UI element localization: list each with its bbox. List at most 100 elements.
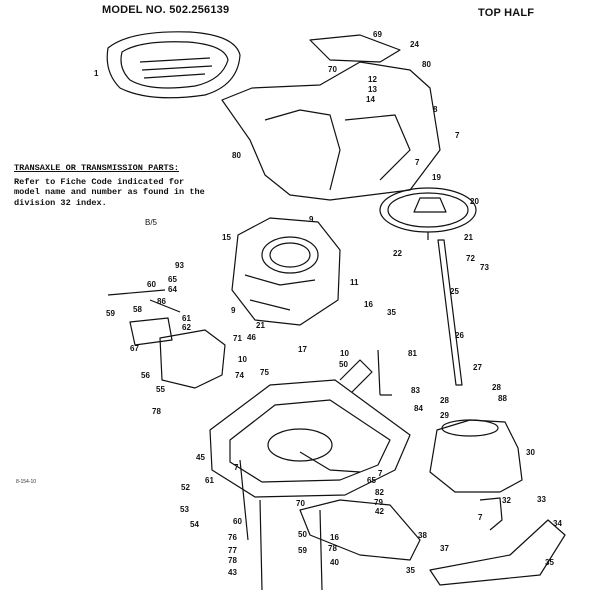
seat bbox=[106, 31, 241, 99]
dash-pedestal bbox=[429, 419, 523, 493]
part-label: 75 bbox=[260, 368, 269, 377]
model-number: MODEL NO. 502.256139 bbox=[102, 4, 230, 16]
part-label: 84 bbox=[414, 404, 423, 413]
part-label: 30 bbox=[526, 448, 535, 457]
part-label: 19 bbox=[432, 173, 441, 182]
part-label: 46 bbox=[247, 333, 256, 342]
part-label: 7 bbox=[478, 513, 483, 522]
part-label: 56 bbox=[141, 371, 150, 380]
part-label: 7 bbox=[234, 463, 239, 472]
part-label: 80 bbox=[232, 151, 241, 160]
part-label: 35 bbox=[406, 566, 415, 575]
part-label: 26 bbox=[455, 331, 464, 340]
part-label: 7 bbox=[415, 158, 420, 167]
part-label: 53 bbox=[180, 505, 189, 514]
part-label: 50 bbox=[298, 530, 307, 539]
part-label: 21 bbox=[464, 233, 473, 242]
part-label: 72 bbox=[466, 254, 475, 263]
engine bbox=[231, 217, 341, 326]
part-label: 78 bbox=[228, 556, 237, 565]
steering-wheel bbox=[379, 187, 477, 240]
part-label: 25 bbox=[450, 287, 459, 296]
note-body: Refer to Fiche Code indicated for model … bbox=[14, 176, 205, 208]
part-label: 62 bbox=[182, 323, 191, 332]
part-label: 60 bbox=[233, 517, 242, 526]
part-label: 16 bbox=[364, 300, 373, 309]
part-label: 54 bbox=[190, 520, 199, 529]
part-label: 58 bbox=[133, 305, 142, 314]
part-label: 70 bbox=[296, 499, 305, 508]
part-label: 34 bbox=[553, 519, 562, 528]
part-label: 79 bbox=[374, 498, 383, 507]
part-label: 33 bbox=[537, 495, 546, 504]
part-label: 59 bbox=[298, 546, 307, 555]
part-label: 24 bbox=[410, 40, 419, 49]
transmission bbox=[107, 289, 226, 389]
part-label: 35 bbox=[387, 308, 396, 317]
part-label: 9 bbox=[231, 306, 236, 315]
part-label: 38 bbox=[418, 531, 427, 540]
part-label: 15 bbox=[222, 233, 231, 242]
part-label: 74 bbox=[235, 371, 244, 380]
part-label: 16 bbox=[330, 533, 339, 542]
part-label: 65 bbox=[367, 476, 376, 485]
part-label: 73 bbox=[480, 263, 489, 272]
part-label: 14 bbox=[366, 95, 375, 104]
part-label: 32 bbox=[502, 496, 511, 505]
part-label: 45 bbox=[196, 453, 205, 462]
part-label: 69 bbox=[373, 30, 382, 39]
part-label: 78 bbox=[328, 544, 337, 553]
part-label: 70 bbox=[328, 65, 337, 74]
part-label: 55 bbox=[156, 385, 165, 394]
part-label: 67 bbox=[130, 344, 139, 353]
part-label: 71 bbox=[233, 334, 242, 343]
steering-shaft bbox=[437, 239, 463, 386]
part-label: 64 bbox=[168, 285, 177, 294]
part-label: 83 bbox=[411, 386, 420, 395]
part-label: 77 bbox=[228, 546, 237, 555]
part-label: 76 bbox=[228, 533, 237, 542]
part-label: 81 bbox=[408, 349, 417, 358]
note-heading: TRANSAXLE OR TRANSMISSION PARTS: bbox=[14, 163, 180, 173]
part-label: 10 bbox=[238, 355, 247, 364]
linkage-rods bbox=[239, 349, 392, 591]
part-label: 28 bbox=[492, 383, 501, 392]
part-label: 43 bbox=[228, 568, 237, 577]
part-label: 88 bbox=[498, 394, 507, 403]
part-label: 11 bbox=[350, 278, 359, 287]
part-label: 17 bbox=[298, 345, 307, 354]
part-label: 61 bbox=[205, 476, 214, 485]
part-label: 35 bbox=[545, 558, 554, 567]
part-label: 37 bbox=[440, 544, 449, 553]
part-label: 93 bbox=[175, 261, 184, 270]
part-label: 13 bbox=[368, 85, 377, 94]
fender bbox=[221, 34, 441, 201]
part-label: 42 bbox=[375, 507, 384, 516]
part-label: 61 bbox=[182, 314, 191, 323]
part-label: 86 bbox=[157, 297, 166, 306]
transaxle-note: TRANSAXLE OR TRANSMISSION PARTS: Refer t… bbox=[14, 163, 254, 208]
part-label: 60 bbox=[147, 280, 156, 289]
part-label: 10 bbox=[340, 349, 349, 358]
part-label: 20 bbox=[470, 197, 479, 206]
part-label: 22 bbox=[393, 249, 402, 258]
part-label: 28 bbox=[440, 396, 449, 405]
part-label: 78 bbox=[152, 407, 161, 416]
part-label: 7 bbox=[455, 131, 460, 140]
part-label: 9 bbox=[309, 215, 314, 224]
part-label: 1 bbox=[94, 69, 99, 78]
part-label: 80 bbox=[422, 60, 431, 69]
part-label: 21 bbox=[256, 321, 265, 330]
page-reference: B/5 bbox=[145, 218, 158, 227]
part-label: 12 bbox=[368, 75, 377, 84]
part-label: 52 bbox=[181, 483, 190, 492]
part-label: 65 bbox=[168, 275, 177, 284]
part-label: 7 bbox=[378, 469, 383, 478]
part-label: 59 bbox=[106, 309, 115, 318]
part-label: 82 bbox=[375, 488, 384, 497]
part-label: 27 bbox=[473, 363, 482, 372]
front-bracket bbox=[299, 497, 566, 586]
part-label: 29 bbox=[440, 411, 449, 420]
part-label: 8 bbox=[433, 105, 438, 114]
